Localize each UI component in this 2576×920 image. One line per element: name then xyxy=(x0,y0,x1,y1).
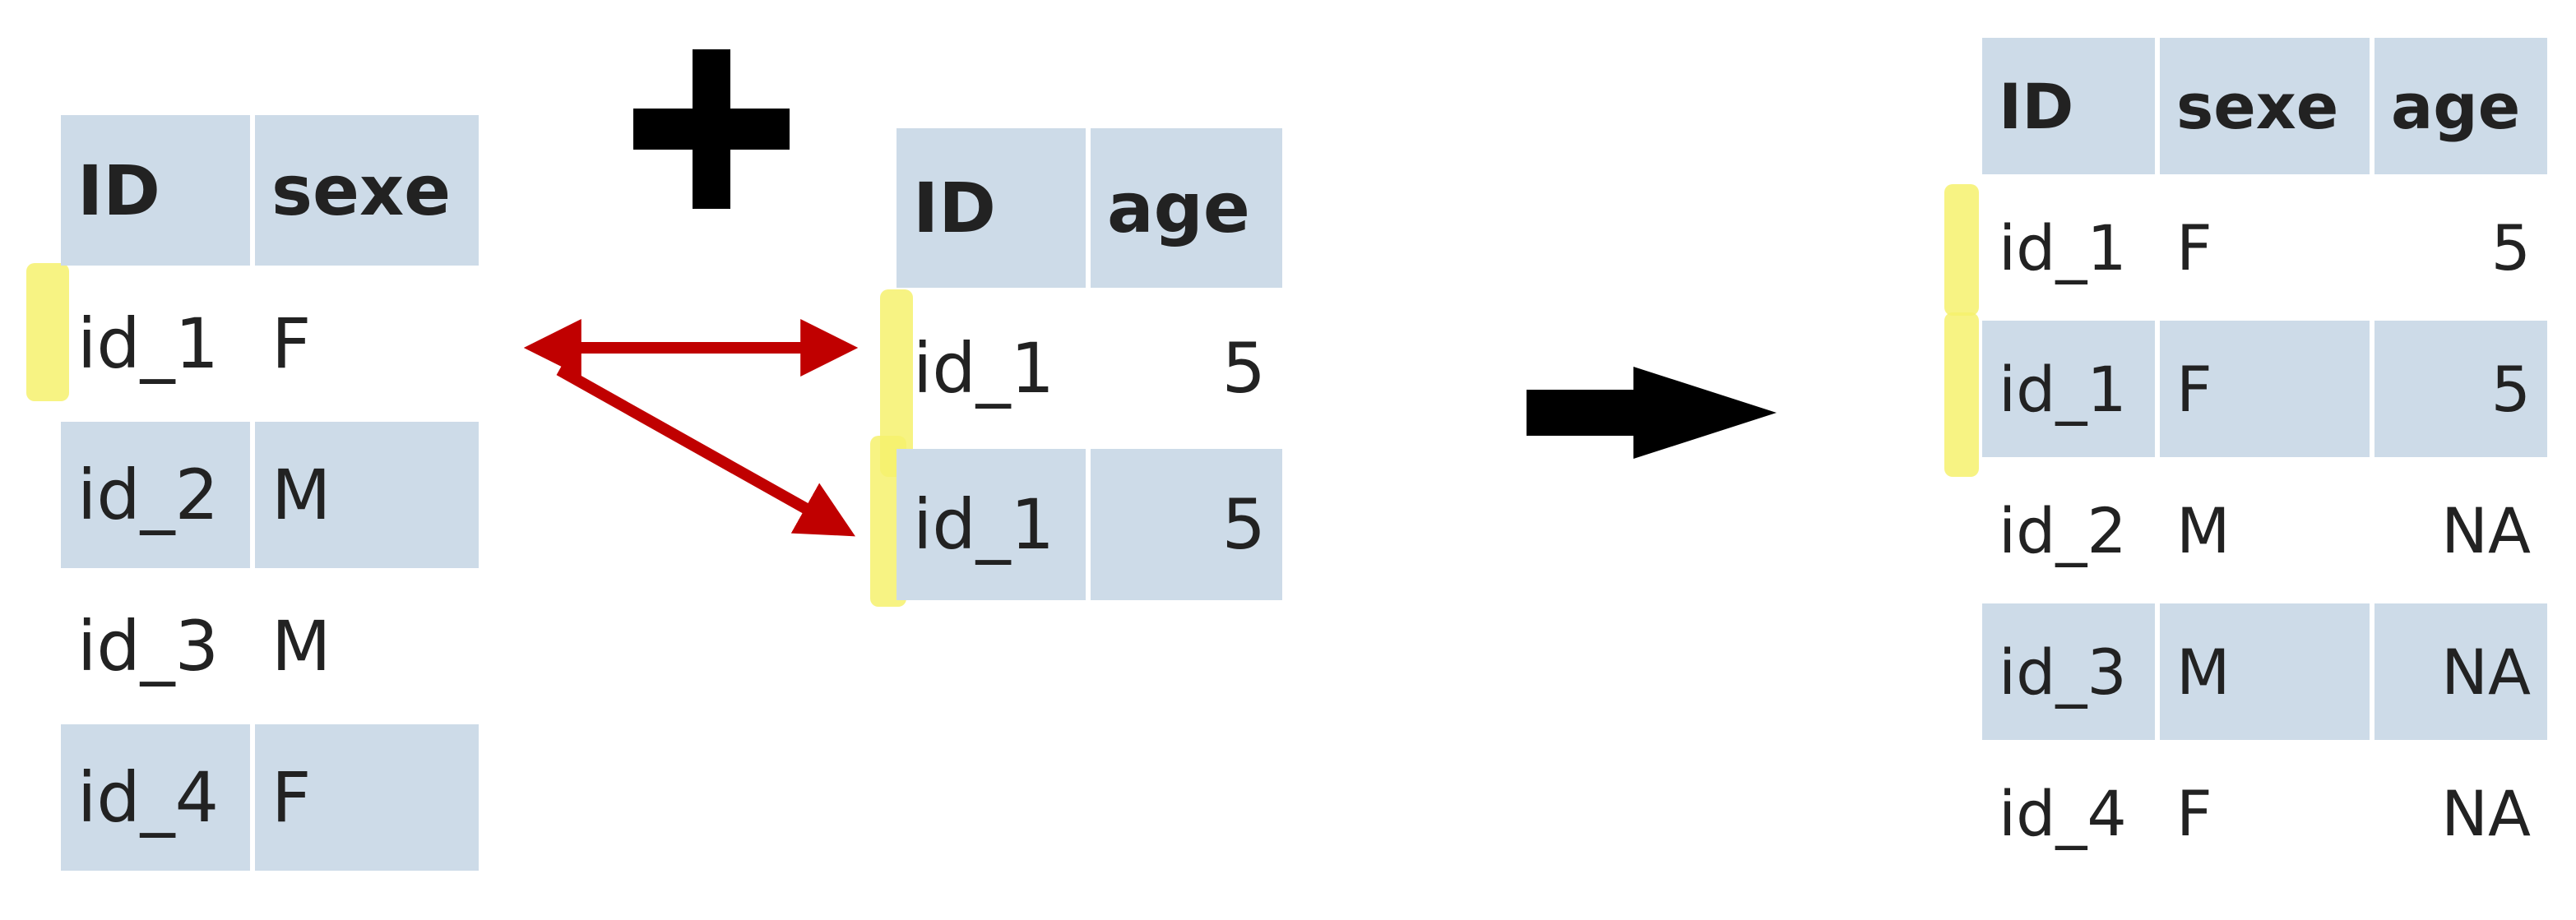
table-row: id_1 5 xyxy=(897,293,1282,444)
column-header-id: ID xyxy=(1982,38,2155,174)
cell-sexe: F xyxy=(255,724,479,871)
table-row: id_1 F xyxy=(61,270,479,417)
table-row: id_1 5 xyxy=(897,449,1282,600)
cell-id: id_1 xyxy=(77,303,220,384)
cell-id: id_2 xyxy=(1999,493,2127,567)
cell-id: id_3 xyxy=(1982,603,2155,740)
column-header-sexe: sexe xyxy=(2160,38,2370,174)
cell-id: id_1 xyxy=(1982,321,2155,457)
cell-sexe: M xyxy=(2176,493,2231,567)
table-row: id_3 M xyxy=(61,573,479,719)
cell-id: id_1 xyxy=(1999,210,2127,284)
table-row: id_2 M xyxy=(61,422,479,568)
highlight-mark-right-id1-a xyxy=(1944,184,1979,316)
cell-sexe: M xyxy=(255,422,479,568)
plus-icon xyxy=(633,49,790,209)
cell-id: id_1 xyxy=(913,328,1055,409)
cell-sexe: M xyxy=(2160,603,2370,740)
cell-age: 5 xyxy=(2374,321,2547,457)
cell-id: id_3 xyxy=(77,606,220,687)
highlight-mark-right-id1-b xyxy=(1944,312,1979,477)
cell-age: NA xyxy=(2374,603,2547,740)
table-row: id_4 F xyxy=(61,724,479,871)
table-row: id_4 F NA xyxy=(1982,745,2547,881)
column-header-id: ID xyxy=(897,128,1086,288)
table-row: id_3 M NA xyxy=(1982,603,2547,740)
table-row: id_1 F 5 xyxy=(1982,179,2547,316)
cell-sexe: F xyxy=(2160,321,2370,457)
cell-age: 5 xyxy=(2490,210,2531,284)
cell-sexe: F xyxy=(2176,210,2212,284)
cell-age: 5 xyxy=(1091,449,1282,600)
column-header-age: age xyxy=(2374,38,2547,174)
cell-sexe: F xyxy=(271,303,312,384)
arrow-right-icon xyxy=(1527,367,1777,459)
cell-sexe: M xyxy=(271,606,331,687)
middle-table: ID age id_1 5 id_1 5 xyxy=(892,123,1287,605)
left-table: ID sexe id_1 F id_2 M id_3 M id_4 F xyxy=(56,110,484,876)
highlight-mark-left-id1 xyxy=(26,263,69,401)
cell-id: id_4 xyxy=(1999,776,2127,850)
table-header-row: ID sexe age xyxy=(1982,38,2547,174)
table-header-row: ID age xyxy=(897,128,1282,288)
link-arrow-diagonal-icon xyxy=(556,364,855,537)
cell-id: id_4 xyxy=(61,724,250,871)
cell-age: NA xyxy=(2441,776,2531,850)
cell-age: NA xyxy=(2441,493,2531,567)
table-header-row: ID sexe xyxy=(61,115,479,266)
column-header-id: ID xyxy=(61,115,250,266)
result-table: ID sexe age id_1 F 5 id_1 F 5 id_2 M NA … xyxy=(1977,33,2552,886)
table-row: id_2 M NA xyxy=(1982,462,2547,599)
cell-age: 5 xyxy=(1221,328,1266,409)
cell-sexe: F xyxy=(2176,776,2212,850)
column-header-sexe: sexe xyxy=(255,115,479,266)
table-row: id_1 F 5 xyxy=(1982,321,2547,457)
cell-id: id_1 xyxy=(897,449,1086,600)
cell-id: id_2 xyxy=(61,422,250,568)
column-header-age: age xyxy=(1091,128,1282,288)
